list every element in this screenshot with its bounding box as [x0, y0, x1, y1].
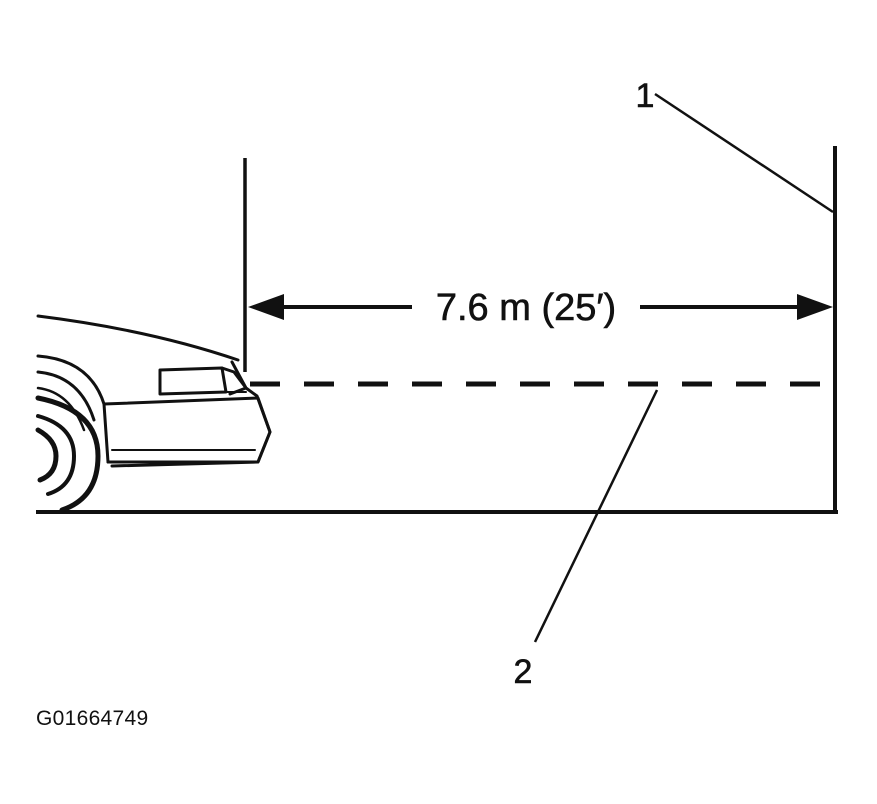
figure-id: G01664749: [36, 707, 149, 730]
callout-2-leader: [533, 389, 659, 643]
callout-1-label: 1: [636, 77, 655, 115]
arrowhead-right: [797, 294, 833, 320]
vehicle-hood-line: [36, 314, 240, 362]
vehicle-wheel-arch: [36, 354, 110, 464]
dimension-arrow: [248, 294, 833, 320]
vehicle-headlamp: [158, 366, 228, 396]
callout-1-leader: [654, 92, 834, 214]
callout-2-label: 2: [514, 653, 533, 691]
vehicle-front: [35, 314, 272, 513]
dimension-label: 7.6 m (25′): [436, 287, 616, 329]
vehicle-bumper: [102, 396, 272, 464]
arrowhead-left: [248, 294, 284, 320]
vehicle-tire: [35, 395, 101, 513]
